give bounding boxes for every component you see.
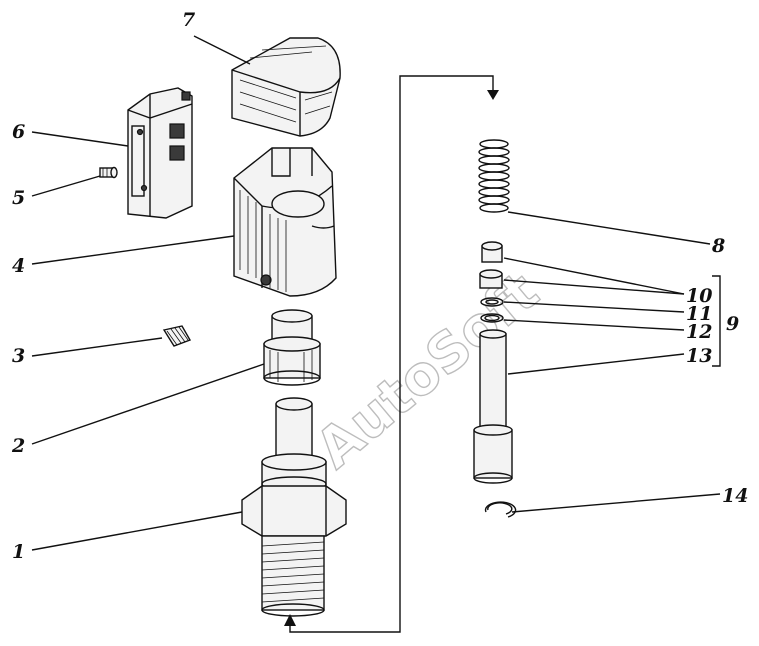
part-7-cap: [231, 37, 341, 137]
arrow-down-icon: [487, 90, 499, 100]
part-12-ring: [480, 313, 504, 323]
leader-1: [31, 511, 243, 551]
part-5-screw: [99, 166, 118, 179]
leader-14: [511, 493, 721, 513]
part-4-housing: [233, 147, 337, 297]
callout-6: 6: [12, 121, 25, 143]
part-8-spring: [478, 139, 510, 213]
leader-10b: [503, 279, 685, 295]
leader-2: [31, 363, 265, 445]
callout-5: 5: [12, 187, 25, 209]
callout-13: 13: [686, 345, 712, 367]
leader-13: [507, 353, 685, 375]
part-14-circlip: [484, 501, 517, 518]
callout-4: 4: [12, 255, 25, 277]
leader-7: [193, 35, 251, 65]
callout-14: 14: [722, 485, 748, 507]
callout-1: 1: [12, 541, 25, 563]
watermark-text: AutoSoft: [304, 260, 550, 481]
callout-2: 2: [11, 435, 25, 457]
part-6-plate: [127, 87, 193, 219]
group-bracket-9: [712, 275, 721, 367]
leader-12: [503, 319, 685, 331]
callout-10: 10: [686, 285, 712, 307]
part-2-sleeve: [263, 309, 321, 386]
leader-lines: [31, 35, 721, 551]
callout-8: 8: [711, 235, 725, 257]
callout-3: 3: [12, 345, 25, 367]
leader-4: [31, 235, 235, 265]
arrow-up-icon: [284, 614, 296, 626]
callout-7: 7: [182, 9, 195, 31]
part-10-pistons: [479, 241, 503, 289]
part-11-ring: [480, 297, 504, 307]
part-1-valve-body: [241, 397, 347, 617]
callout-labels: 7 6 5 4 3 2 1 8 10 11 12 13 9 14: [11, 9, 748, 563]
callout-11: 11: [686, 303, 712, 325]
leader-5: [31, 175, 101, 197]
part-13-plunger: [473, 329, 513, 484]
assembly-flow-line: [284, 75, 499, 633]
leader-6: [31, 131, 129, 147]
leader-3: [31, 337, 163, 357]
callout-9: 9: [726, 313, 739, 335]
leader-11: [503, 301, 685, 313]
callout-12: 12: [686, 321, 712, 343]
part-3-insert: [162, 325, 192, 347]
leader-8: [507, 211, 711, 245]
leader-10a: [503, 257, 685, 295]
